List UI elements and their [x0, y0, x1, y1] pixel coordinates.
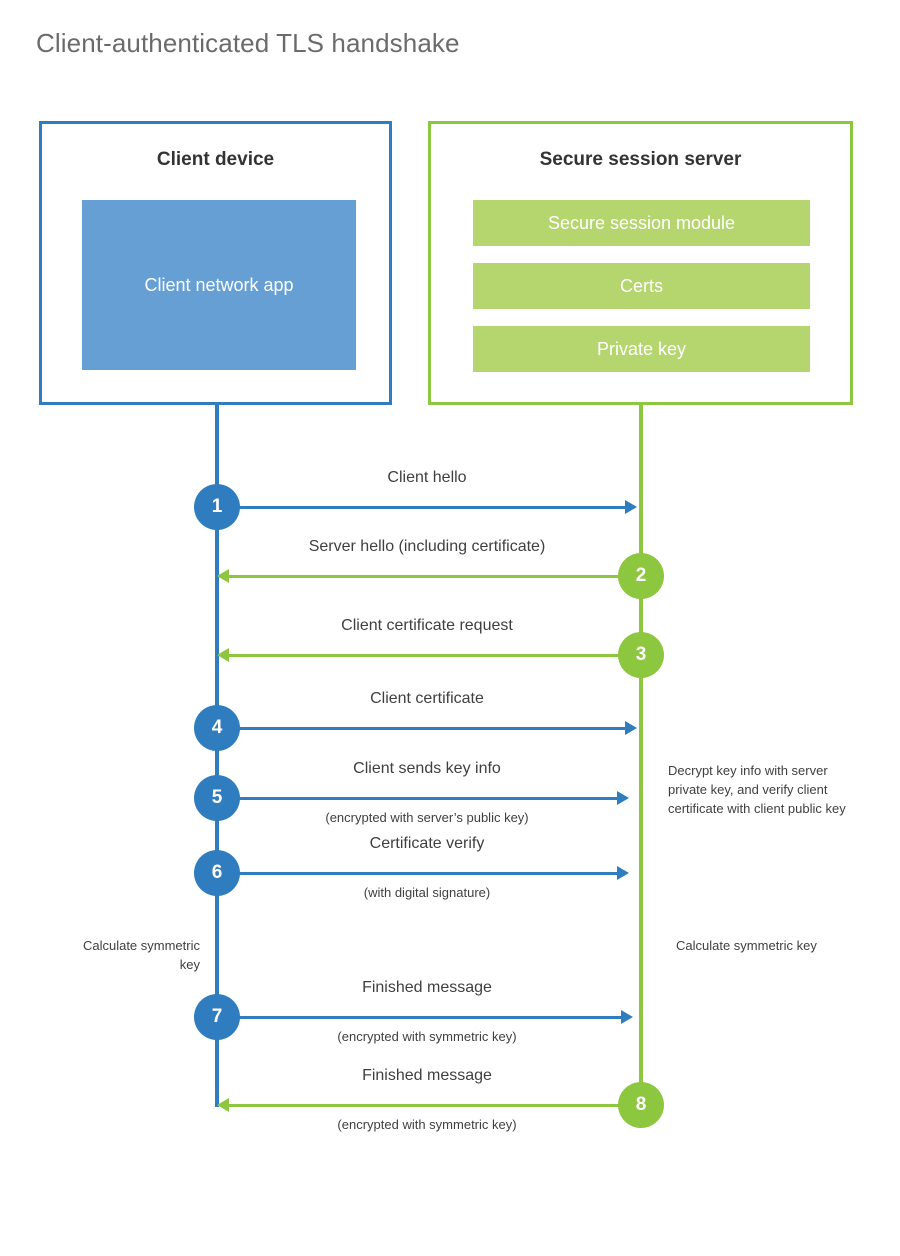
- client-device-box: Client device Client network app: [39, 121, 392, 405]
- step-5-label: Client sends key info: [353, 760, 501, 777]
- step-5-arrow-head: [617, 791, 629, 805]
- server-lifeline: [639, 403, 643, 1107]
- step-8-arrow-head: [217, 1098, 229, 1112]
- step-1-arrow-shaft: [217, 506, 625, 509]
- step-2-label: Server hello (including certificate): [308, 538, 546, 555]
- step-6-label: Certificate verify: [369, 835, 485, 852]
- step-8-arrow-shaft: [229, 1104, 625, 1107]
- step-5-arrow-shaft: [217, 797, 617, 800]
- client-network-app-block: Client network app: [82, 200, 356, 370]
- step-1-number-badge[interactable]: 1: [194, 484, 240, 530]
- step-4-label: Client certificate: [370, 690, 484, 707]
- step-5-sublabel: (encrypted with server’s public key): [325, 810, 529, 825]
- step-6-number-badge[interactable]: 6: [194, 850, 240, 896]
- step-7-number-badge[interactable]: 7: [194, 994, 240, 1040]
- server-component-private-key: Private key: [473, 326, 810, 372]
- step-6-arrow-head: [617, 866, 629, 880]
- step-7-arrow-shaft: [217, 1016, 621, 1019]
- server-component-secure-session-module: Secure session module: [473, 200, 810, 246]
- step-3-arrow-head: [217, 648, 229, 662]
- step-1-label: Client hello: [387, 469, 467, 486]
- server-component-certs: Certs: [473, 263, 810, 309]
- step-5-number-badge[interactable]: 5: [194, 775, 240, 821]
- server-calculate-symmetric-key-annotation: Calculate symmetric key: [676, 938, 817, 953]
- server-decrypt-annotation: Decrypt key info with server private key…: [668, 763, 846, 816]
- step-8-label: Finished message: [362, 1067, 492, 1084]
- step-6-arrow-shaft: [217, 872, 617, 875]
- step-4-arrow-shaft: [217, 727, 625, 730]
- step-2-number-badge[interactable]: 2: [618, 553, 664, 599]
- client-lifeline: [215, 403, 219, 1107]
- step-3-arrow-shaft: [229, 654, 625, 657]
- step-6-sublabel: (with digital signature): [363, 885, 491, 900]
- step-3-label: Client certificate request: [341, 617, 513, 634]
- step-7-arrow-head: [621, 1010, 633, 1024]
- step-4-number-badge[interactable]: 4: [194, 705, 240, 751]
- client-device-title: Client device: [156, 149, 275, 170]
- page-title: Client-authenticated TLS handshake: [36, 28, 460, 58]
- step-7-label: Finished message: [362, 979, 492, 996]
- secure-session-server-box: Secure session server Secure session mod…: [428, 121, 853, 405]
- secure-session-server-title: Secure session server: [539, 149, 742, 170]
- step-2-arrow-head: [217, 569, 229, 583]
- step-8-sublabel: (encrypted with symmetric key): [337, 1117, 517, 1132]
- step-3-number-badge[interactable]: 3: [618, 632, 664, 678]
- step-7-sublabel: (encrypted with symmetric key): [337, 1029, 517, 1044]
- step-1-arrow-head: [625, 500, 637, 514]
- step-4-arrow-head: [625, 721, 637, 735]
- client-calculate-symmetric-key-annotation: Calculate symmetric key: [82, 938, 200, 972]
- step-8-number-badge[interactable]: 8: [618, 1082, 664, 1128]
- step-2-arrow-shaft: [229, 575, 625, 578]
